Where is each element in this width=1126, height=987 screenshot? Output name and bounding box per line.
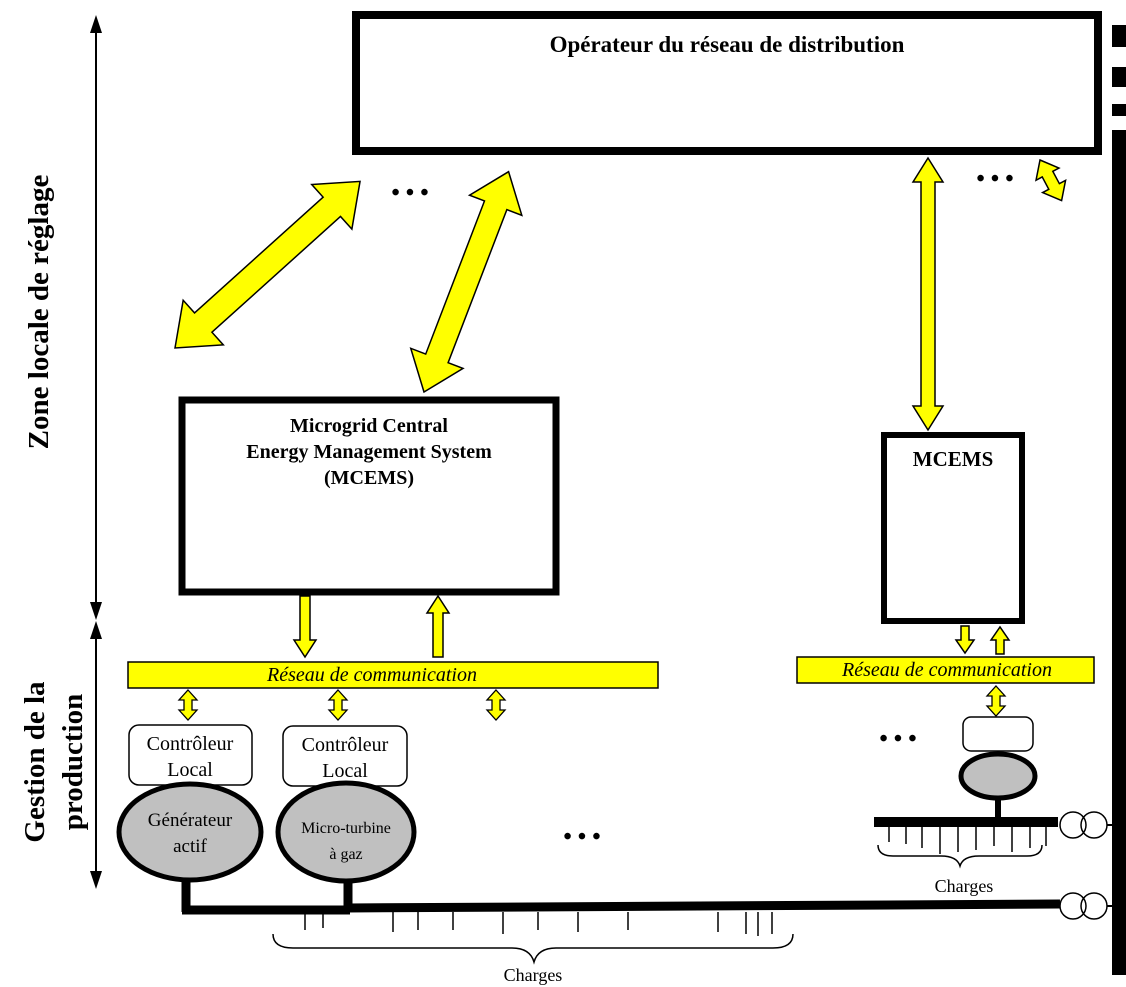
comm-bus-right: Réseau de communication — [796, 656, 1095, 684]
charges-right-label: Charges — [935, 876, 994, 896]
local-controller-2: Contrôleur Local — [282, 725, 408, 787]
gestion-dimension-arrow — [90, 621, 102, 889]
diagonal-arrow-right — [409, 170, 523, 394]
generator-right — [958, 751, 1038, 822]
ellipsis-bottom-center: • • • — [563, 824, 600, 850]
small-arrow-top-right — [1034, 158, 1067, 202]
zone-locale-label: Zone locale de réglage — [23, 175, 55, 450]
ellipsis-top-right: • • • — [976, 166, 1013, 192]
generator-microturbine-line2: à gaz — [329, 846, 362, 863]
local-controller-1-line1: Contrôleur — [147, 733, 234, 755]
generator-active-line2: actif — [173, 836, 207, 857]
mcems-main-line3: (MCEMS) — [324, 467, 414, 489]
transformer-lower — [1059, 892, 1112, 920]
vertical-arrow-right-mcems — [911, 156, 945, 432]
generator-active: Générateur actif — [116, 781, 264, 883]
gestion-label-line2: production — [57, 694, 89, 830]
local-controller-1: Contrôleur Local — [128, 724, 253, 786]
comm-bus-left-label: Réseau de communication — [266, 664, 477, 686]
local-controller-right — [962, 716, 1034, 752]
small-double-arrow-4 — [985, 685, 1007, 717]
mcems-main-line2: Energy Management System — [246, 441, 492, 463]
operator-box: Opérateur du réseau de distribution — [352, 11, 1102, 155]
gestion-label-line1: Gestion de la — [19, 681, 51, 843]
mcems-right-title: MCEMS — [913, 447, 994, 471]
mcems-right-box: MCEMS — [881, 432, 1025, 624]
ellipsis-mid-right: • • • — [879, 726, 916, 752]
generator-active-line1: Générateur — [148, 810, 233, 831]
small-double-arrow-2 — [327, 689, 349, 721]
right-load-ticks — [888, 827, 1047, 854]
comm-bus-right-label: Réseau de communication — [841, 659, 1052, 681]
zone-locale-dimension-arrow — [90, 15, 102, 620]
main-power-bus — [181, 874, 1061, 915]
arrow-mcems-up — [425, 594, 451, 658]
arrow-right-mcems-up — [989, 625, 1011, 655]
right-load-brace — [877, 844, 1043, 869]
generator-microturbine-line1: Micro-turbine — [301, 820, 391, 837]
charges-bottom-label: Charges — [504, 965, 563, 985]
arrow-right-mcems-down — [954, 625, 976, 655]
small-double-arrow-1 — [177, 689, 199, 721]
ellipsis-top-center: • • • — [391, 180, 428, 206]
comm-bus-left: Réseau de communication — [127, 661, 659, 689]
transformer-upper — [1059, 811, 1112, 839]
mcems-main-line1: Microgrid Central — [290, 415, 448, 437]
small-double-arrow-3 — [485, 689, 507, 721]
generator-microturbine: Micro-turbine à gaz — [275, 780, 417, 884]
bottom-load-brace — [272, 933, 794, 965]
local-controller-1-line2: Local — [167, 759, 213, 781]
arrow-mcems-down — [292, 595, 318, 659]
right-edge-bars — [1112, 25, 1126, 975]
operator-title: Opérateur du réseau de distribution — [550, 32, 905, 57]
local-controller-2-line1: Contrôleur — [302, 734, 389, 756]
bottom-load-ticks — [304, 912, 773, 936]
diagonal-arrow-left — [174, 180, 361, 349]
mcems-main-box: Microgrid Central Energy Management Syst… — [178, 396, 560, 596]
local-controller-2-line2: Local — [322, 760, 368, 782]
